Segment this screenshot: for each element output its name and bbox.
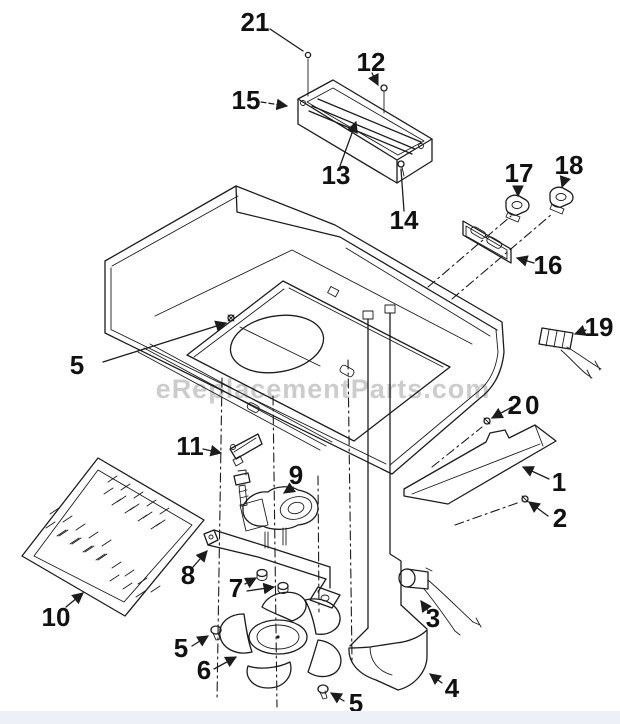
part-label-3: 3: [426, 603, 440, 633]
part-label-15: 15: [232, 85, 261, 115]
screw-12: [380, 84, 388, 114]
hood-body: [104, 185, 505, 708]
part-label-2: 2: [553, 503, 567, 533]
capacitor-3: [398, 567, 482, 636]
part-label-14: 14: [390, 205, 419, 235]
part-label-5b: 5: [174, 633, 188, 663]
screw-5-left: [210, 625, 222, 641]
part-label-20: 20: [508, 390, 543, 420]
fan-opening: [229, 314, 325, 374]
fan-pan: [186, 280, 451, 442]
part-label-9: 9: [289, 460, 303, 490]
switch-plate: [462, 220, 512, 264]
screw-21: [304, 51, 312, 59]
motor-9: [233, 469, 319, 549]
part-label-4: 4: [445, 673, 460, 703]
motor-assembly: [203, 433, 341, 609]
part-label-21: 21: [241, 7, 270, 37]
power-plug: [538, 327, 602, 379]
switch-18: [549, 186, 574, 215]
leader-lines: [65, 28, 587, 704]
page-bottom-strip: [0, 711, 620, 724]
lamp-housing-assembly: [297, 51, 433, 184]
part-label-17: 17: [505, 158, 534, 188]
bracket-8: [203, 529, 341, 609]
grease-filter: [21, 457, 205, 617]
fan-blade-assembly: [210, 591, 342, 700]
bottom-panel: [403, 417, 557, 526]
nut-7a: [256, 568, 268, 581]
part-label-10: 10: [42, 602, 71, 632]
part-label-1: 1: [552, 467, 566, 497]
switch-17: [505, 194, 530, 223]
screw-5-pan: [227, 314, 235, 322]
screw-20: [483, 417, 491, 425]
screw-5-bottom: [317, 684, 329, 700]
bracket-11: [229, 433, 263, 467]
part-label-5a: 5: [70, 350, 84, 380]
callout-labels: 21 12 15 13 14 17 18 16 19 5 11 9 20 1 2…: [42, 7, 614, 718]
part-label-8: 8: [181, 560, 195, 590]
part-label-18: 18: [555, 150, 584, 180]
part-label-11: 11: [176, 431, 204, 461]
part-label-13: 13: [322, 160, 351, 190]
damper-4: [348, 604, 428, 691]
nut-7b: [277, 581, 289, 594]
part-label-5c: 5: [349, 688, 363, 718]
part-label-19: 19: [585, 312, 614, 342]
part-label-16: 16: [534, 250, 563, 280]
fan-blade: [219, 591, 342, 689]
duct-damper-assembly: [348, 567, 482, 691]
part-label-12: 12: [357, 47, 386, 77]
screw-2: [521, 495, 529, 503]
control-switch-assembly: [427, 186, 574, 300]
part-label-7: 7: [229, 573, 243, 603]
part-label-6: 6: [197, 655, 211, 685]
screw-14: [397, 160, 405, 177]
